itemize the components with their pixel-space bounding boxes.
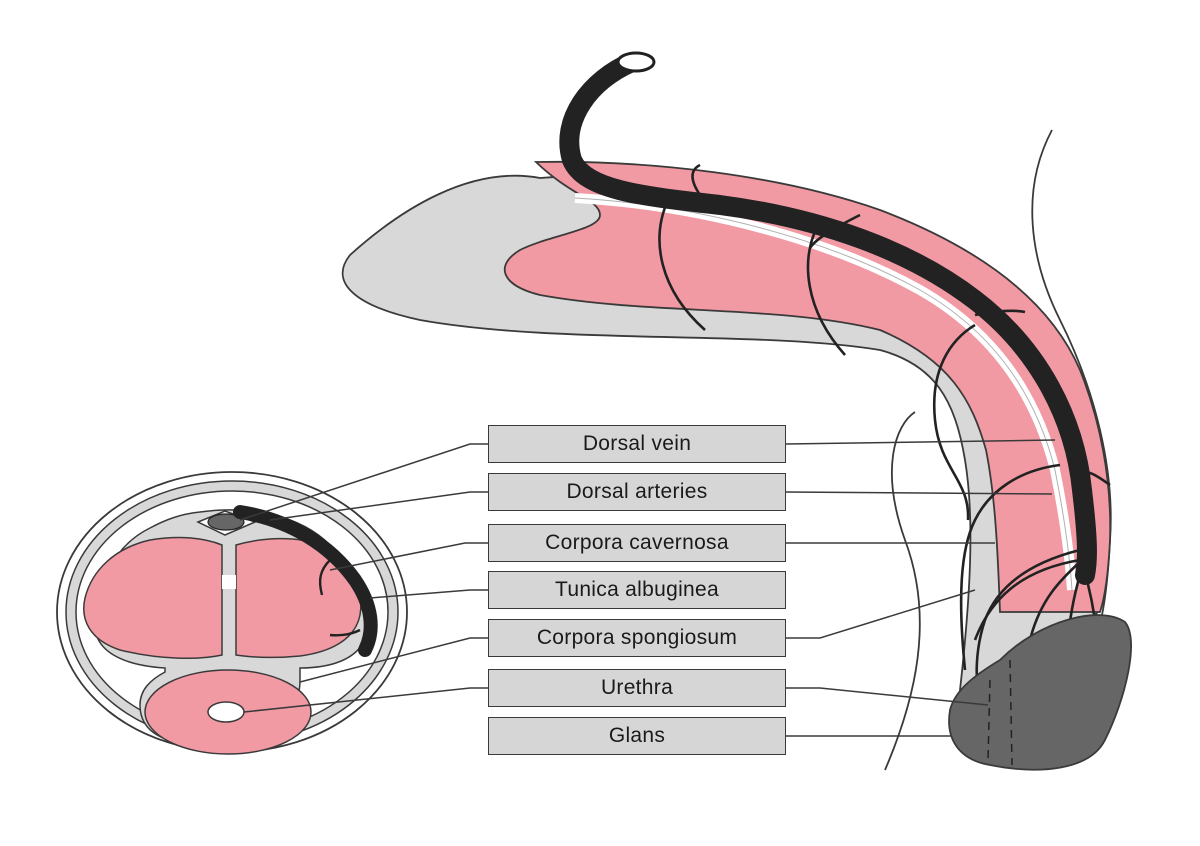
label-corpora-cavernosa: Corpora cavernosa (488, 524, 786, 562)
dorsal-vein-cross (207, 513, 245, 531)
scrotal-line (884, 411, 921, 771)
dorsal-vein-path (559, 52, 1097, 585)
corpora-body (503, 160, 1112, 613)
label-dorsal-arteries: Dorsal arteries (488, 473, 786, 511)
cavernosa-right (235, 537, 362, 659)
glans-shape (948, 614, 1132, 771)
label-urethra: Urethra (488, 669, 786, 707)
urethra-dash-2 (1009, 659, 1013, 766)
cross-section (56, 471, 408, 755)
septum-gap (574, 193, 1077, 591)
label-corpora-spongiosum: Corpora spongiosum (488, 619, 786, 657)
label-tunica-albuginea: Tunica albuginea (488, 571, 786, 609)
label-glans: Glans (488, 717, 786, 755)
vein-opening (616, 51, 656, 73)
cavernosa-left (83, 536, 223, 659)
urethra-cross (207, 701, 245, 723)
leader-lines (239, 439, 1056, 737)
septum-gap-cross (222, 575, 236, 589)
cross-branches (318, 559, 361, 637)
longitudinal-section (341, 51, 1132, 771)
label-dorsal-vein: Dorsal vein (488, 425, 786, 463)
dorsal-artery-cross (233, 505, 378, 657)
